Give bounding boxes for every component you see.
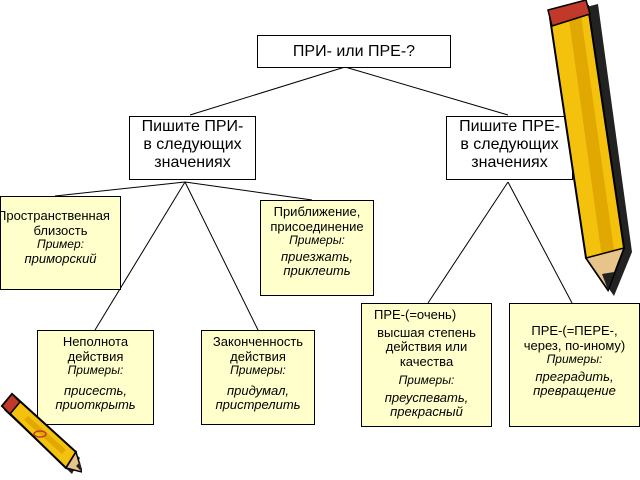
pere-line2: через, по-иному) [523,337,626,353]
approach-example-label: Примеры: [289,233,345,248]
pere-example1: преградить, [535,368,614,384]
pre-line1: Пишите ПРЕ- [459,118,560,135]
pri-line3: значениях [154,153,231,171]
pri-line1: Пишите ПРИ- [141,118,244,135]
incomplete-example-label: Примеры: [67,363,124,378]
connector-root-pri [189,66,346,116]
connector-pri-incomplete [94,181,186,331]
spatial-line1: Пространственная [0,208,110,223]
incomplete-line2: действия [67,348,124,364]
approach-box: Приближение, присоединение Примеры: прие… [260,200,374,296]
connector-pre-pere [507,181,573,304]
incomplete-line1: Неполнота [62,334,129,349]
pre-line3: значениях [471,153,548,171]
approach-line2: присоединение [270,218,364,234]
very-line3: действия или [385,339,468,355]
very-example-label: Примеры: [398,373,455,388]
very-line1: ПРЕ-(=очень) [374,307,457,322]
very-example2: прекрасный [390,404,463,420]
pri-line2: в следующих [143,135,242,153]
complete-line1: Законченность [212,334,304,349]
crayon-icon [0,392,82,474]
connector-pri-approach [184,181,313,201]
pri-box: Пишите ПРИ- в следующих значениях [129,116,256,180]
very-line2: высшая степень [377,324,476,340]
pre-box: Пишите ПРЕ- в следующих значениях [446,116,573,180]
spatial-example-label: Пример: [37,237,84,252]
complete-box: Законченность действия Примеры: придумал… [201,330,315,425]
pere-example2: превращение [533,383,616,399]
approach-example2: приклеить [283,263,351,279]
pre-line2: в следующих [460,135,559,153]
complete-example2: пристрелить [215,397,301,413]
spatial-line2: близость [33,222,88,238]
pencil-icon [547,0,632,296]
spatial-example: приморский [24,250,97,266]
incomplete-box: Неполнота действия Примеры: присесть, пр… [37,330,154,425]
pere-box: ПРЕ-(=ПЕРЕ-, через, по-иному) Примеры: п… [509,303,640,427]
very-example1: преуспевать, [384,389,469,405]
very-line4: качества [399,353,454,369]
complete-example1: придумал, [226,382,290,398]
incomplete-example1: присесть, [64,382,127,398]
complete-example-label: Примеры: [230,363,286,378]
connector-pri-spatial [54,181,186,197]
incomplete-example2: приоткрыть [55,397,136,413]
pere-example-label: Примеры: [546,352,603,367]
approach-example1: приезжать, [280,248,354,264]
root-box: ПРИ- или ПРЕ-? [257,35,451,68]
spatial-box: Пространственная близость Пример: примор… [0,196,121,290]
root-label: ПРИ- или ПРЕ-? [292,43,416,60]
very-box: ПРЕ-(=очень) высшая степень действия или… [361,303,492,427]
complete-line2: действия [230,348,286,364]
connector-pri-complete [184,181,259,331]
pere-line1: ПРЕ-(=ПЕРЕ-, [531,323,618,338]
connector-pre-very [427,181,509,304]
approach-line1: Приближение, [273,204,361,219]
connector-root-pre [344,66,509,116]
